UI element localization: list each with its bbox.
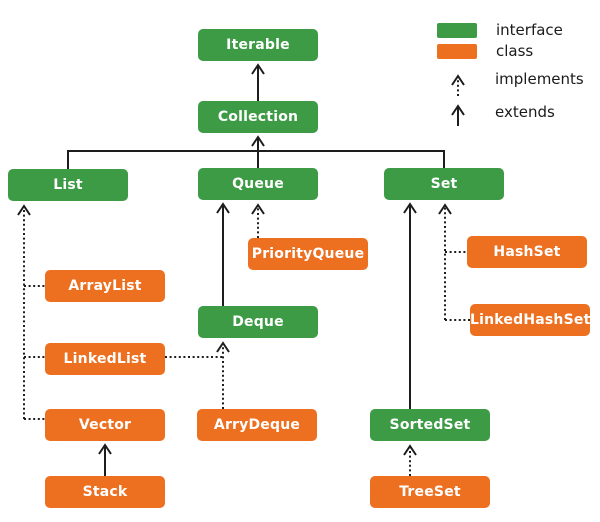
node-list: List bbox=[8, 169, 128, 201]
node-vector: Vector bbox=[45, 409, 165, 441]
legend-implements-label: implements bbox=[495, 70, 584, 88]
node-iterable: Iterable bbox=[198, 29, 318, 61]
node-stack: Stack bbox=[45, 476, 165, 508]
legend-interface-swatch bbox=[437, 23, 477, 38]
node-linkedlist: LinkedList bbox=[45, 343, 165, 375]
node-hashset: HashSet bbox=[467, 236, 587, 268]
node-arrydeque: ArryDeque bbox=[197, 409, 317, 441]
legend-interface-label: interface bbox=[496, 21, 563, 39]
legend-extends-label: extends bbox=[495, 103, 555, 121]
node-linkedhashset: LinkedHashSet bbox=[470, 304, 590, 336]
edge-children-trunk bbox=[67, 150, 445, 169]
node-queue: Queue bbox=[198, 168, 318, 200]
node-arraylist: ArrayList bbox=[45, 270, 165, 302]
node-sortedset: SortedSet bbox=[370, 409, 490, 441]
node-deque: Deque bbox=[198, 306, 318, 338]
legend-class-swatch bbox=[437, 44, 477, 59]
node-collection: Collection bbox=[198, 101, 318, 133]
legend-class-label: class bbox=[496, 42, 534, 60]
node-set: Set bbox=[384, 168, 504, 200]
node-treeset: TreeSet bbox=[370, 476, 490, 508]
node-priorityqueue: PriorityQueue bbox=[248, 238, 368, 270]
